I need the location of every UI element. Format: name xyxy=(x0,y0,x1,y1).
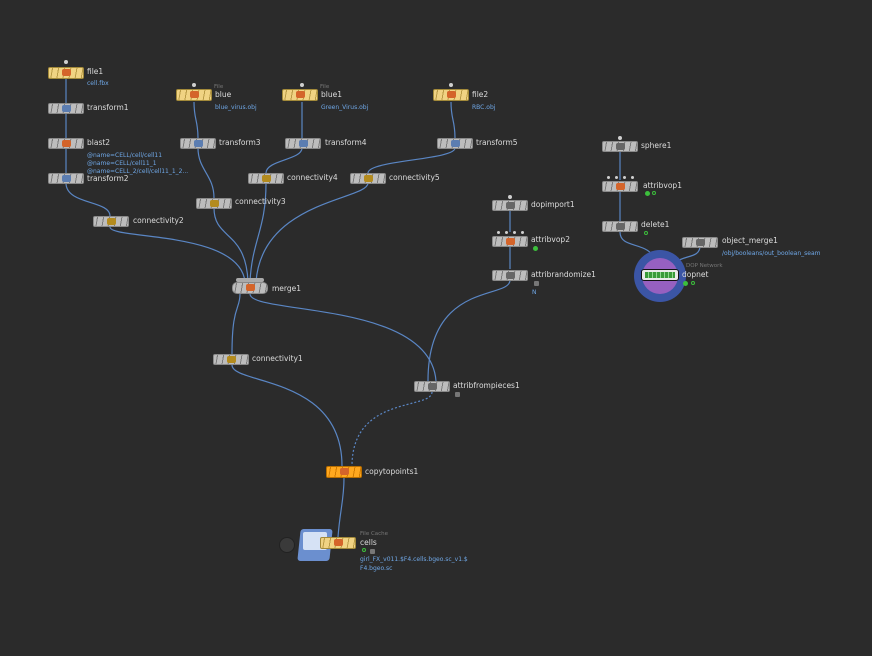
connectivity1-node[interactable] xyxy=(213,354,249,365)
blue1-category: File xyxy=(320,84,330,90)
blue1-node[interactable] xyxy=(282,89,318,101)
cells-category: File Cache xyxy=(360,531,389,537)
attribvop1-input-1 xyxy=(607,176,610,179)
attribfrompieces1-node[interactable] xyxy=(414,381,450,392)
transform1-node[interactable] xyxy=(48,103,84,114)
cells-lock-icon xyxy=(370,549,375,554)
copytopoints1-label: copytopoints1 xyxy=(365,467,419,476)
attribvop1-label: attribvop1 xyxy=(643,181,682,190)
transform2-label: transform2 xyxy=(87,174,129,183)
cells-node[interactable] xyxy=(320,537,356,549)
attribfrompieces1-lock-icon xyxy=(455,392,460,397)
transform4-node[interactable] xyxy=(285,138,321,149)
cells-flag xyxy=(362,548,366,552)
file2-input-dot xyxy=(449,83,453,87)
connectivity2-node[interactable] xyxy=(93,216,129,227)
attribvop1-input-3 xyxy=(623,176,626,179)
dopimport1-label: dopimport1 xyxy=(531,200,575,209)
blast2-group3: @name=CELL_2/cell/cell11_1_2... xyxy=(87,168,189,175)
file1-input-dot xyxy=(64,60,68,64)
blast2-group1: @name=CELL/cell/cell11 xyxy=(87,152,163,159)
object-merge1-node[interactable] xyxy=(682,237,718,248)
file1-node[interactable] xyxy=(48,67,84,79)
blue-input-dot xyxy=(192,83,196,87)
blue1-path: Green_Virus.obj xyxy=(321,104,369,111)
attribvop2-input-1 xyxy=(497,231,500,234)
attribvop2-input-2 xyxy=(505,231,508,234)
connectivity5-node[interactable] xyxy=(350,173,386,184)
file2-path: RBC.obj xyxy=(472,104,496,111)
merge1-node[interactable] xyxy=(232,282,268,294)
merge1-label: merge1 xyxy=(272,284,302,293)
file2-label: file2 xyxy=(472,90,489,99)
transform1-label: transform1 xyxy=(87,103,129,112)
dopimport1-node[interactable] xyxy=(492,200,528,211)
connectivity3-node[interactable] xyxy=(196,198,232,209)
attribvop1-node[interactable] xyxy=(602,181,638,192)
attribrandomize1-attr: N xyxy=(532,289,537,296)
attribvop2-input-3 xyxy=(513,231,516,234)
connectivity2-label: connectivity2 xyxy=(133,216,184,225)
attribrandomize1-lock-icon xyxy=(534,281,539,286)
attribvop1-input-2 xyxy=(615,176,618,179)
cells-bypass-icon[interactable] xyxy=(279,537,295,553)
cells-label: cells xyxy=(360,538,377,547)
dopnet-flag-2 xyxy=(691,281,695,285)
transform5-node[interactable] xyxy=(437,138,473,149)
delete1-label: delete1 xyxy=(641,220,670,229)
transform2-node[interactable] xyxy=(48,173,84,184)
transform3-label: transform3 xyxy=(219,138,261,147)
cells-path-2: F4.bgeo.sc xyxy=(360,565,393,572)
blast2-label: blast2 xyxy=(87,138,111,147)
attribvop2-input-4 xyxy=(521,231,524,234)
dopnet-flag xyxy=(683,281,688,286)
dopimport1-input-dot xyxy=(508,195,512,199)
attribrandomize1-node[interactable] xyxy=(492,270,528,281)
attribvop1-flag xyxy=(645,191,650,196)
delete1-flag xyxy=(644,231,648,235)
sphere1-label: sphere1 xyxy=(641,141,672,150)
connectivity1-label: connectivity1 xyxy=(252,354,303,363)
blue-label: blue xyxy=(215,90,232,99)
delete1-node[interactable] xyxy=(602,221,638,232)
attribvop1-flag-2 xyxy=(652,191,656,195)
dopnet-label: dopnet xyxy=(682,270,709,279)
transform4-label: transform4 xyxy=(325,138,367,147)
blast2-node[interactable] xyxy=(48,138,84,149)
connectivity3-label: connectivity3 xyxy=(235,197,286,206)
attribvop2-label: attribvop2 xyxy=(531,235,570,244)
attribvop2-node[interactable] xyxy=(492,236,528,247)
attribfrompieces1-label: attribfrompieces1 xyxy=(453,381,520,390)
connectivity4-label: connectivity4 xyxy=(287,173,338,182)
blue1-input-dot xyxy=(300,83,304,87)
file1-label: file1 xyxy=(87,67,104,76)
sphere1-input-dot xyxy=(618,136,622,140)
blue-path: blue_virus.obj xyxy=(215,104,257,111)
blue-node[interactable] xyxy=(176,89,212,101)
blast2-group2: @name=CELL/cell11_1 xyxy=(87,160,157,167)
transform5-label: transform5 xyxy=(476,138,518,147)
object-merge1-path: /obj/booleans/out_boolean_seam xyxy=(722,250,821,257)
blue-category: File xyxy=(214,84,224,90)
attribvop1-input-4 xyxy=(631,176,634,179)
attribvop2-flag xyxy=(533,246,538,251)
object-merge1-label: object_merge1 xyxy=(722,236,778,245)
file2-node[interactable] xyxy=(433,89,469,101)
dopnet-node[interactable] xyxy=(641,269,679,281)
transform3-node[interactable] xyxy=(180,138,216,149)
dopnet-icon xyxy=(645,272,675,278)
attribrandomize1-label: attribrandomize1 xyxy=(531,270,596,279)
copytopoints1-node[interactable] xyxy=(326,466,362,478)
blue1-label: blue1 xyxy=(321,90,342,99)
merge1-input-bar xyxy=(236,278,264,282)
cells-path-1: girl_FX_v011.$F4.cells.bgeo.sc_v1.$ xyxy=(360,556,468,563)
dopnet-category: DOP Network xyxy=(686,263,723,269)
connectivity4-node[interactable] xyxy=(248,173,284,184)
sphere1-node[interactable] xyxy=(602,141,638,152)
file1-path: cell.fbx xyxy=(87,80,109,87)
connectivity5-label: connectivity5 xyxy=(389,173,440,182)
